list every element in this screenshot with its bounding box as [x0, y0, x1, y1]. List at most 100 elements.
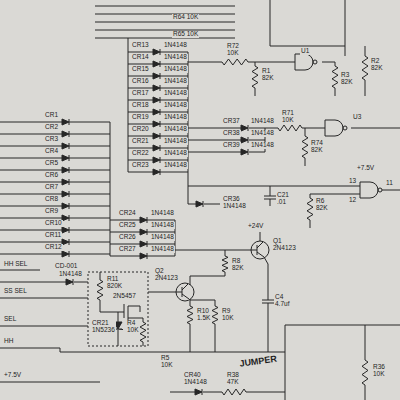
part-label: C4 4.7uf	[274, 294, 290, 308]
part-label: 11	[385, 180, 394, 187]
part-label: R74 82K	[310, 140, 324, 154]
diode-symbol	[241, 137, 248, 143]
wire	[188, 0, 365, 96]
part-label: CR20	[131, 126, 150, 133]
jfet-symbol	[100, 272, 143, 346]
wire	[188, 128, 400, 166]
resistor-symbol	[140, 322, 146, 342]
part-label: R1 82K	[261, 68, 275, 82]
part-label: 1N4148	[163, 114, 188, 121]
part-label: CR38	[222, 130, 241, 137]
wire	[0, 218, 110, 219]
part-label: Q2 2N4123	[154, 268, 179, 282]
part-label: CR5	[44, 160, 59, 167]
part-label: CR12	[44, 244, 63, 251]
diode-symbol	[153, 121, 160, 127]
part-label: CR22	[131, 150, 150, 157]
diode-symbol	[153, 49, 160, 55]
wire	[0, 254, 110, 255]
part-label: R71 10K	[281, 110, 295, 124]
diode-symbol	[62, 119, 69, 125]
part-label: 1N4148	[163, 150, 188, 157]
part-label: 12	[348, 197, 357, 204]
resistor-symbol	[362, 56, 368, 80]
diode-symbol	[153, 85, 160, 91]
part-label: CR15	[131, 66, 150, 73]
part-label: CR21	[131, 138, 150, 145]
wire	[0, 182, 110, 183]
part-label: CR6	[44, 172, 59, 179]
diode-symbol	[153, 145, 160, 151]
part-label: 13	[348, 178, 357, 185]
wire	[0, 206, 110, 207]
diode-symbol	[195, 389, 202, 395]
part-label: CR21 1N5236	[91, 320, 116, 334]
part-label: 1N4148	[250, 118, 275, 125]
wire	[95, 6, 235, 256]
diode-symbol	[62, 167, 69, 173]
part-label: R3 82K	[340, 72, 354, 86]
part-label: CR14	[131, 54, 150, 61]
part-label: CR8	[44, 196, 59, 203]
transistor-leads	[176, 284, 189, 299]
wire	[0, 170, 110, 171]
logic-gate-symbol	[325, 120, 343, 136]
part-label: CR17	[131, 90, 150, 97]
wire	[0, 146, 110, 147]
diode-symbol	[241, 149, 248, 155]
diode-symbol	[241, 125, 248, 131]
part-label: CR4	[44, 148, 59, 155]
part-label: CR18	[131, 102, 150, 109]
resistor-symbol	[222, 389, 246, 395]
resistor-symbol	[222, 256, 228, 272]
diode-symbol	[153, 73, 160, 79]
diode-symbol	[140, 229, 147, 235]
diode-symbol	[62, 143, 69, 149]
resistor-symbol	[212, 306, 218, 324]
part-label: CR11	[44, 232, 62, 239]
wire	[188, 186, 400, 228]
part-label: R38 47K	[226, 372, 240, 386]
part-label: CR16	[131, 78, 150, 85]
part-label: R11 820K	[106, 276, 123, 290]
part-label: 2N5457	[112, 293, 137, 300]
parts	[0, 49, 382, 395]
resistor-symbol	[302, 136, 308, 158]
part-label: SS SEL	[3, 288, 28, 295]
wire	[0, 230, 110, 231]
part-label: CR25	[118, 222, 137, 229]
diode-symbol	[62, 215, 69, 221]
part-label: R6 82K	[315, 198, 329, 212]
part-label: R4 10K	[126, 320, 140, 334]
diode-symbol	[153, 133, 160, 139]
part-label: R10 1.5K	[196, 308, 211, 322]
resistor-symbol	[222, 59, 248, 65]
resistor-symbol	[278, 125, 302, 131]
transistor-symbol	[176, 283, 194, 301]
resistor-symbol	[97, 280, 103, 300]
diode-symbol	[140, 253, 147, 259]
diode-symbol	[140, 241, 147, 247]
part-label: 1N4148	[163, 78, 188, 85]
diode-symbol	[196, 201, 203, 207]
part-label: CR37	[222, 118, 241, 125]
part-label: SEL	[3, 316, 17, 323]
part-label: CR2	[44, 124, 59, 131]
part-label: CD-001	[54, 263, 78, 270]
diode-symbol	[62, 203, 69, 209]
part-label: 1N4148	[150, 210, 175, 217]
part-label: CR7	[44, 184, 59, 191]
part-label: CR24	[118, 210, 137, 217]
transistor-leads	[251, 242, 264, 257]
diode-symbol	[153, 61, 160, 67]
part-label: 1N4148	[58, 271, 83, 278]
wire	[0, 194, 110, 195]
part-label: U1	[300, 48, 310, 55]
diode-symbol	[62, 191, 69, 197]
part-label: 1N4148	[150, 234, 175, 241]
diode-symbol	[62, 239, 69, 245]
part-label: +7.5V	[356, 165, 375, 172]
